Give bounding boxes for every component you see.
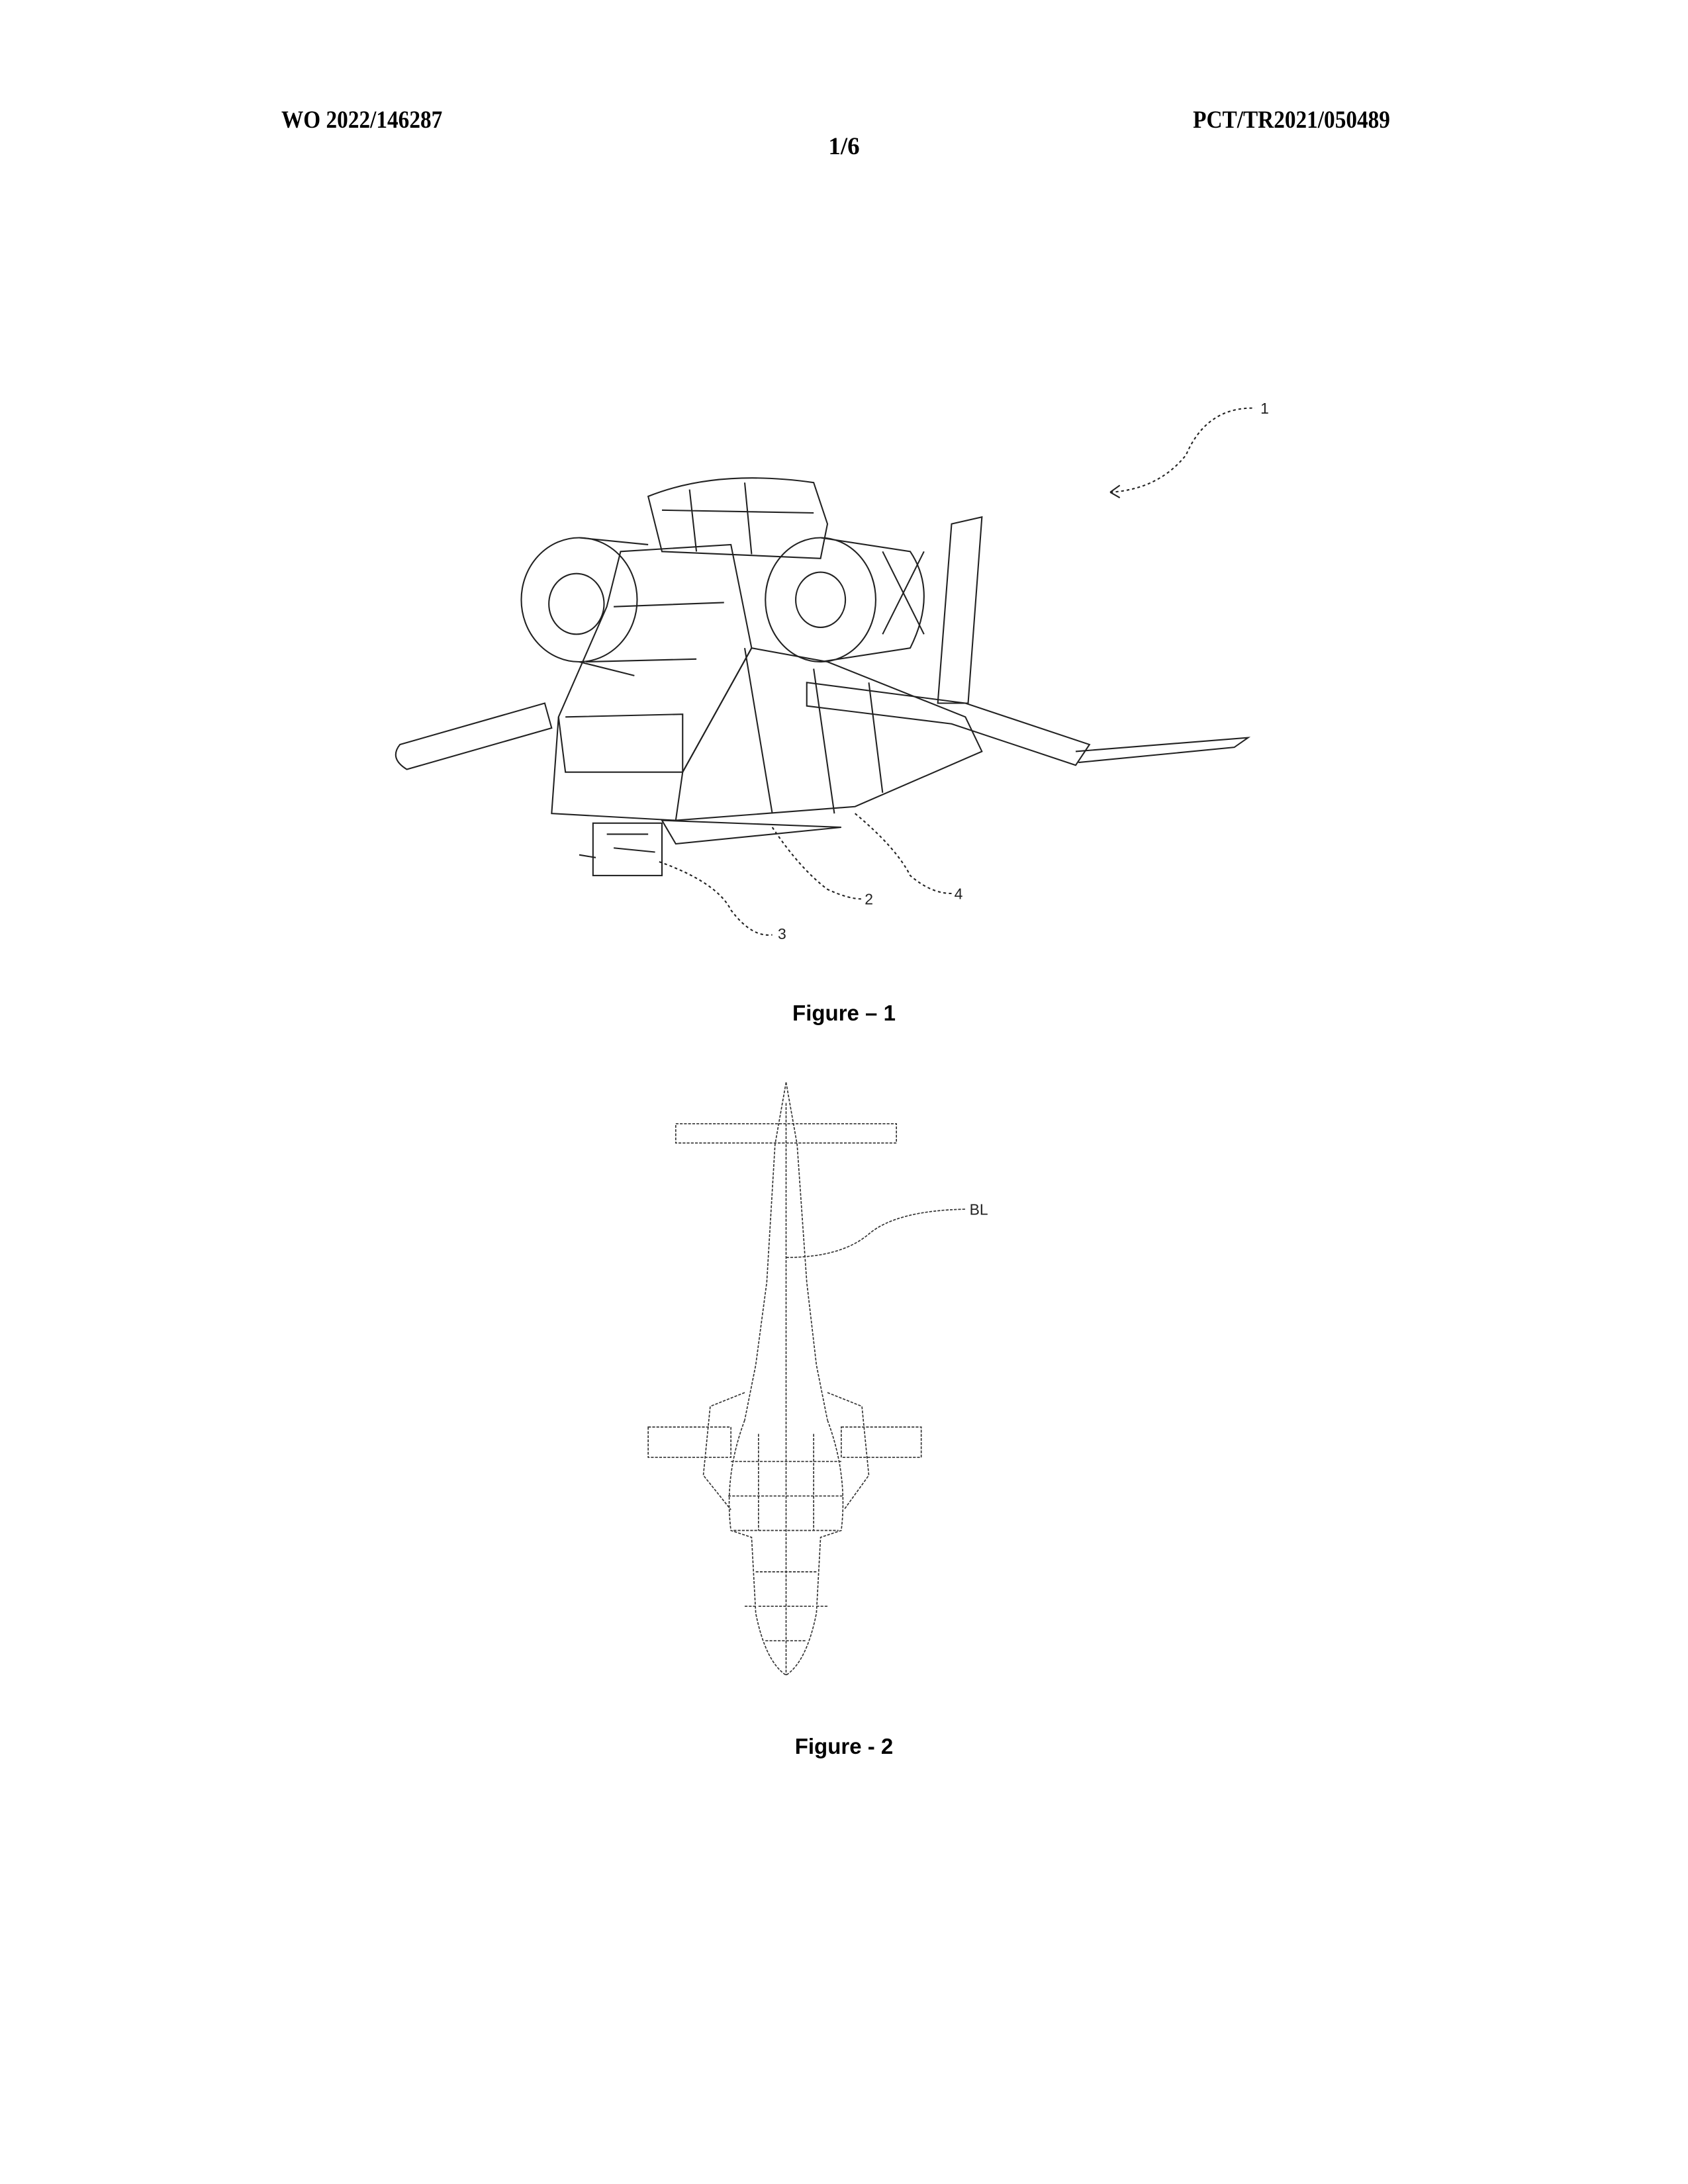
figure-2-drawing xyxy=(647,1082,966,1676)
figure-1-caption: Figure – 1 xyxy=(792,1001,896,1025)
figure-1-drawing xyxy=(395,407,1255,936)
sheet-number: 1/6 xyxy=(828,133,860,160)
application-number: PCT/TR2021/050489 xyxy=(1193,107,1390,134)
reference-label-bl: BL xyxy=(970,1201,988,1218)
publication-number: WO 2022/146287 xyxy=(281,107,443,134)
reference-label-1: 1 xyxy=(1260,400,1269,417)
reference-label-4: 4 xyxy=(955,885,963,902)
figure-2-caption: Figure - 2 xyxy=(794,1734,894,1758)
reference-label-2: 2 xyxy=(865,891,873,908)
reference-label-3: 3 xyxy=(778,925,786,942)
